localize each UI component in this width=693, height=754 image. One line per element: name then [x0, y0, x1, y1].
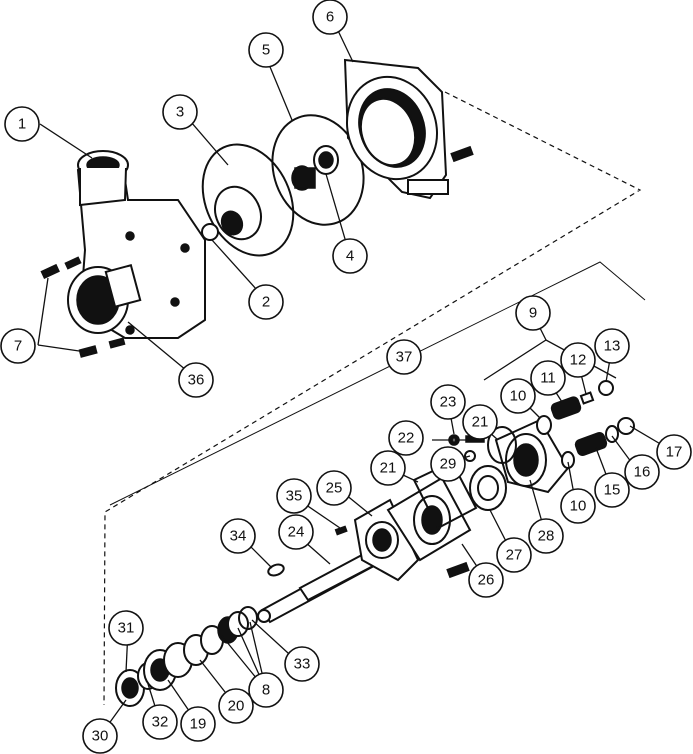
svg-text:29: 29 [440, 456, 457, 473]
callout-30: 30 [82, 718, 118, 754]
svg-text:10: 10 [570, 498, 587, 515]
intermediate-housing [386, 476, 472, 579]
svg-text:19: 19 [190, 716, 207, 733]
svg-text:10: 10 [510, 388, 527, 405]
bearing-stack [115, 606, 258, 707]
svg-text:30: 30 [92, 728, 109, 745]
svg-text:21: 21 [380, 460, 397, 477]
svg-text:3: 3 [176, 104, 184, 121]
callout-36: 36 [178, 362, 214, 398]
svg-text:37: 37 [396, 349, 413, 366]
svg-text:33: 33 [294, 656, 311, 673]
svg-text:20: 20 [228, 698, 245, 715]
callout-35: 35 [276, 478, 312, 514]
callout-12: 12 [560, 342, 596, 378]
callout-29: 29 [430, 446, 466, 482]
callout-9: 9 [515, 295, 551, 331]
callout-23: 23 [430, 384, 466, 420]
svg-text:28: 28 [538, 528, 555, 545]
svg-text:11: 11 [540, 370, 556, 387]
svg-text:8: 8 [262, 682, 270, 699]
svg-text:4: 4 [346, 248, 354, 265]
svg-text:2: 2 [262, 294, 270, 311]
callout-10a: 10 [500, 378, 536, 414]
svg-text:17: 17 [666, 444, 683, 461]
end-plate [494, 418, 570, 494]
svg-text:35: 35 [286, 488, 303, 505]
callout-17: 17 [656, 434, 692, 470]
callout-37: 37 [386, 339, 422, 375]
callout-26: 26 [468, 562, 504, 598]
callout-21a: 21 [462, 404, 498, 440]
callout-21b: 21 [370, 450, 406, 486]
callout-27: 27 [496, 537, 532, 573]
callout-4: 4 [332, 238, 368, 274]
callout-10b: 10 [560, 488, 596, 524]
bearing [469, 465, 507, 511]
svg-text:9: 9 [529, 305, 537, 322]
svg-text:36: 36 [188, 372, 205, 389]
impeller [201, 143, 295, 257]
svg-text:24: 24 [288, 524, 305, 541]
adapter-bracket [343, 58, 474, 200]
bearing-housing [353, 498, 420, 582]
svg-text:23: 23 [440, 394, 457, 411]
callout-8: 8 [248, 672, 284, 708]
svg-text:21: 21 [472, 414, 489, 431]
grease-kit-lower [561, 417, 635, 469]
seal [291, 145, 339, 191]
callout-16: 16 [624, 454, 660, 490]
callout-19: 19 [180, 706, 216, 742]
callout-7: 7 [0, 328, 36, 364]
svg-text:26: 26 [478, 572, 495, 589]
svg-text:1: 1 [18, 116, 26, 133]
callout-25: 25 [316, 470, 352, 506]
callout-6: 6 [312, 0, 348, 35]
callout-2: 2 [248, 284, 284, 320]
callout-24: 24 [278, 514, 314, 550]
pump-casing [67, 150, 206, 339]
callout-32: 32 [142, 704, 178, 740]
callout-22: 22 [388, 420, 424, 456]
svg-text:15: 15 [604, 482, 621, 499]
callout-34: 34 [220, 518, 256, 554]
callout-31: 31 [108, 610, 144, 646]
callout-15: 15 [594, 472, 630, 508]
callout-5: 5 [248, 32, 284, 68]
svg-text:25: 25 [326, 480, 343, 497]
svg-text:5: 5 [262, 42, 270, 59]
callout-1: 1 [4, 106, 40, 142]
callout-11: 11 [530, 360, 566, 396]
svg-text:13: 13 [604, 338, 621, 355]
svg-text:27: 27 [506, 547, 523, 564]
svg-text:32: 32 [152, 714, 169, 731]
svg-text:6: 6 [326, 9, 334, 26]
callout-3: 3 [162, 94, 198, 130]
callout-28: 28 [528, 518, 564, 554]
grease-kit [536, 380, 614, 435]
callout-20: 20 [218, 688, 254, 724]
svg-text:31: 31 [118, 620, 135, 637]
svg-text:16: 16 [634, 464, 651, 481]
pin [334, 525, 348, 536]
callout-33: 33 [284, 646, 320, 682]
screws [40, 256, 126, 358]
callout-13: 13 [594, 328, 630, 364]
svg-text:22: 22 [398, 430, 415, 447]
svg-text:7: 7 [14, 338, 22, 355]
svg-text:34: 34 [230, 528, 247, 545]
svg-text:12: 12 [570, 352, 587, 369]
o-ring [487, 426, 517, 464]
